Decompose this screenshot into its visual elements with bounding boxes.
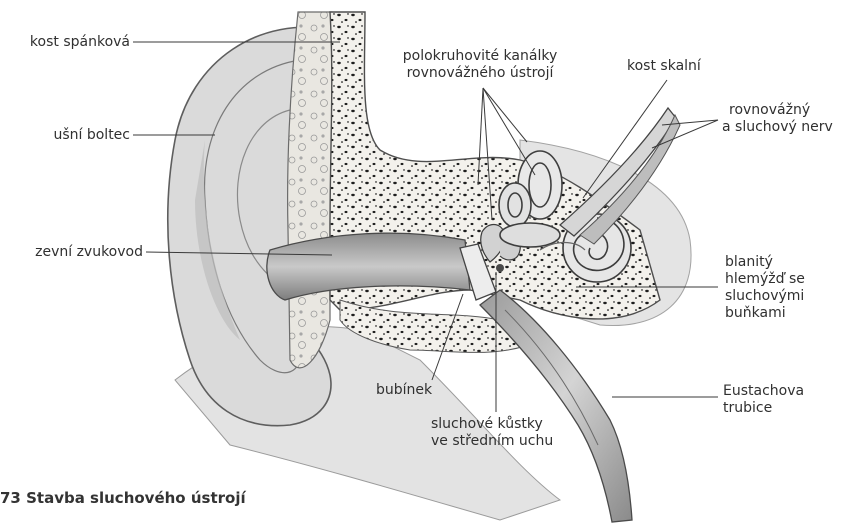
label-nerve: rovnovážný a sluchový nerv xyxy=(722,102,833,136)
label-eustachian-line2: trubice xyxy=(723,400,804,417)
figure-caption: 73 Stavba sluchového ústrojí xyxy=(0,489,246,507)
label-cochlea: blanitý hlemýžď se sluchovými buňkami xyxy=(725,254,805,322)
label-semicircular-canals-line2: rovnovážného ústrojí xyxy=(385,65,575,82)
label-ear-canal: zevní zvukovod xyxy=(0,244,143,261)
label-ossicles-line2: ve středním uchu xyxy=(431,433,553,450)
label-nerve-line1: rovnovážný xyxy=(722,102,833,119)
label-eustachian-line1: Eustachova xyxy=(723,383,804,400)
label-cochlea-line1: blanitý xyxy=(725,254,805,271)
label-ossicles-line1: sluchové kůstky xyxy=(431,416,553,433)
label-petrous-bone: kost skalní xyxy=(627,58,701,75)
label-cochlea-line2: hlemýžď se xyxy=(725,271,805,288)
temporal-bone-spongy xyxy=(288,12,334,368)
label-semicircular-canals-line1: polokruhovité kanálky xyxy=(385,48,575,65)
label-cochlea-line3: sluchovými xyxy=(725,288,805,305)
label-temporal-bone: kost spánková xyxy=(0,34,130,51)
label-cochlea-line4: buňkami xyxy=(725,305,805,322)
label-ossicles: sluchové kůstky ve středním uchu xyxy=(431,416,553,450)
label-eustachian-tube: Eustachova trubice xyxy=(723,383,804,417)
label-semicircular-canals: polokruhovité kanálky rovnovážného ústro… xyxy=(385,48,575,82)
label-auricle: ušní boltec xyxy=(0,127,130,144)
label-eardrum: bubínek xyxy=(376,382,432,399)
label-nerve-line2: a sluchový nerv xyxy=(722,119,833,136)
